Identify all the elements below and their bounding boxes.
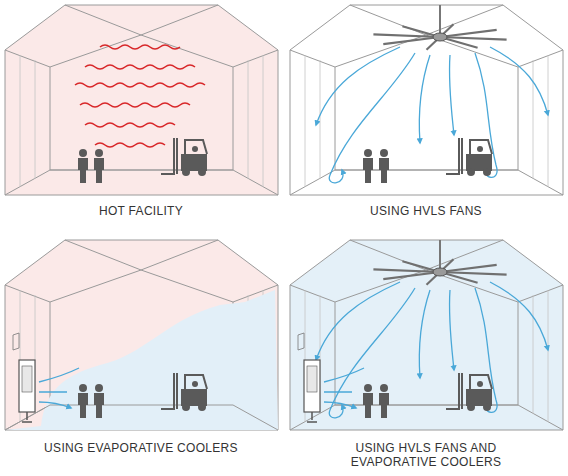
- person-head: [95, 149, 103, 157]
- airflow-arrow: [490, 282, 548, 350]
- cooler-pad: [22, 366, 32, 392]
- back-wall: [335, 35, 518, 170]
- fan-blade: [383, 272, 440, 279]
- forklift-wheel: [467, 403, 475, 411]
- heat-wave: [85, 123, 175, 127]
- forklift-wheel: [198, 403, 206, 411]
- wall-panels: [20, 55, 263, 187]
- airflow-arrow: [329, 53, 415, 183]
- person-body: [363, 158, 373, 183]
- wall-panels: [305, 290, 548, 422]
- forklift-wheel: [182, 403, 190, 411]
- building-outline: [290, 5, 563, 195]
- person-body: [94, 158, 104, 183]
- fan-blade: [440, 265, 497, 272]
- forklift-driver: [192, 381, 198, 387]
- facility-panel: [5, 240, 278, 430]
- building-edges: [290, 240, 563, 430]
- cool-air-zone: [5, 290, 278, 430]
- fan-blade: [383, 37, 440, 44]
- person-body: [363, 393, 373, 418]
- forklift-driver: [477, 381, 483, 387]
- airflow-arrow: [449, 55, 454, 135]
- panel-caption: USING EVAPORATIVE COOLERS: [11, 441, 271, 455]
- facility-panel: [290, 240, 563, 430]
- airflow-arrow: [419, 55, 430, 143]
- forklift-driver: [192, 146, 198, 152]
- heat-wave: [85, 65, 195, 69]
- forklift-cage: [185, 375, 207, 389]
- forklift-cage: [185, 140, 207, 154]
- forklift-forks: [161, 408, 175, 410]
- panel-caption: HOT FACILITY: [11, 204, 271, 218]
- forklift-wheel: [483, 403, 491, 411]
- person-body: [94, 393, 104, 418]
- person-head: [380, 384, 388, 392]
- airflow-arrow: [490, 47, 548, 115]
- forklift-driver: [477, 146, 483, 152]
- airflow-arrow: [419, 290, 430, 378]
- airflow-arrow: [449, 290, 454, 370]
- heat-wave: [100, 45, 180, 49]
- forklift-mast: [174, 138, 177, 174]
- airflow-arrow: [316, 282, 400, 360]
- facility-panel: [5, 5, 278, 195]
- building-edges: [5, 5, 278, 195]
- person-head: [364, 149, 372, 157]
- building-outline: [290, 240, 563, 430]
- person-head: [79, 149, 87, 157]
- building-outline: [5, 5, 278, 195]
- fan-blade: [440, 30, 497, 37]
- building-edges: [5, 240, 278, 430]
- forklift-cage: [470, 140, 492, 154]
- building-edges: [5, 405, 278, 430]
- cool-air-arrow: [324, 368, 364, 408]
- forklift-wheel: [198, 168, 206, 176]
- evaporative-cooler: [19, 360, 35, 412]
- forklift-forks: [446, 173, 460, 175]
- airflow-arrow: [316, 47, 400, 125]
- building-outline: [5, 240, 278, 430]
- person-head: [380, 149, 388, 157]
- cooler-stand: [307, 412, 317, 422]
- forklift-forks: [161, 173, 175, 175]
- person-head: [364, 384, 372, 392]
- forklift-wheel: [182, 168, 190, 176]
- evaporative-cooler: [304, 360, 320, 412]
- panel-caption: USING HVLS FANS AND EVAPORATIVE COOLERS: [326, 441, 526, 469]
- forklift-mast: [174, 373, 177, 409]
- forklift-mast: [459, 373, 462, 409]
- person-body: [379, 158, 389, 183]
- building-edges: [290, 5, 563, 195]
- heat-wave: [95, 143, 165, 147]
- airflow-arrow: [329, 288, 415, 418]
- person-body: [379, 393, 389, 418]
- forklift-mast: [459, 138, 462, 174]
- forklift-cage: [470, 375, 492, 389]
- fan-hub: [433, 33, 447, 41]
- person-body: [78, 393, 88, 418]
- person-head: [79, 384, 87, 392]
- person-head: [95, 384, 103, 392]
- fan-mount: [439, 240, 441, 270]
- forklift-wheel: [483, 168, 491, 176]
- forklift-wheel: [467, 168, 475, 176]
- panel-caption: USING HVLS FANS: [296, 204, 556, 218]
- wall-vent: [298, 333, 304, 350]
- wall-panels: [305, 55, 548, 187]
- wall-vent: [13, 333, 19, 350]
- cooler-pad: [307, 366, 317, 392]
- cooler-stand: [22, 412, 32, 422]
- facility-panel: [290, 5, 563, 195]
- forklift-forks: [446, 408, 460, 410]
- fan-mount: [439, 5, 441, 35]
- person-body: [78, 158, 88, 183]
- fan-hub: [433, 268, 447, 276]
- heat-wave: [80, 103, 190, 107]
- back-wall: [335, 270, 518, 405]
- back-wall: [50, 35, 233, 170]
- cool-air-arrow: [39, 368, 79, 408]
- heat-wave: [75, 83, 205, 87]
